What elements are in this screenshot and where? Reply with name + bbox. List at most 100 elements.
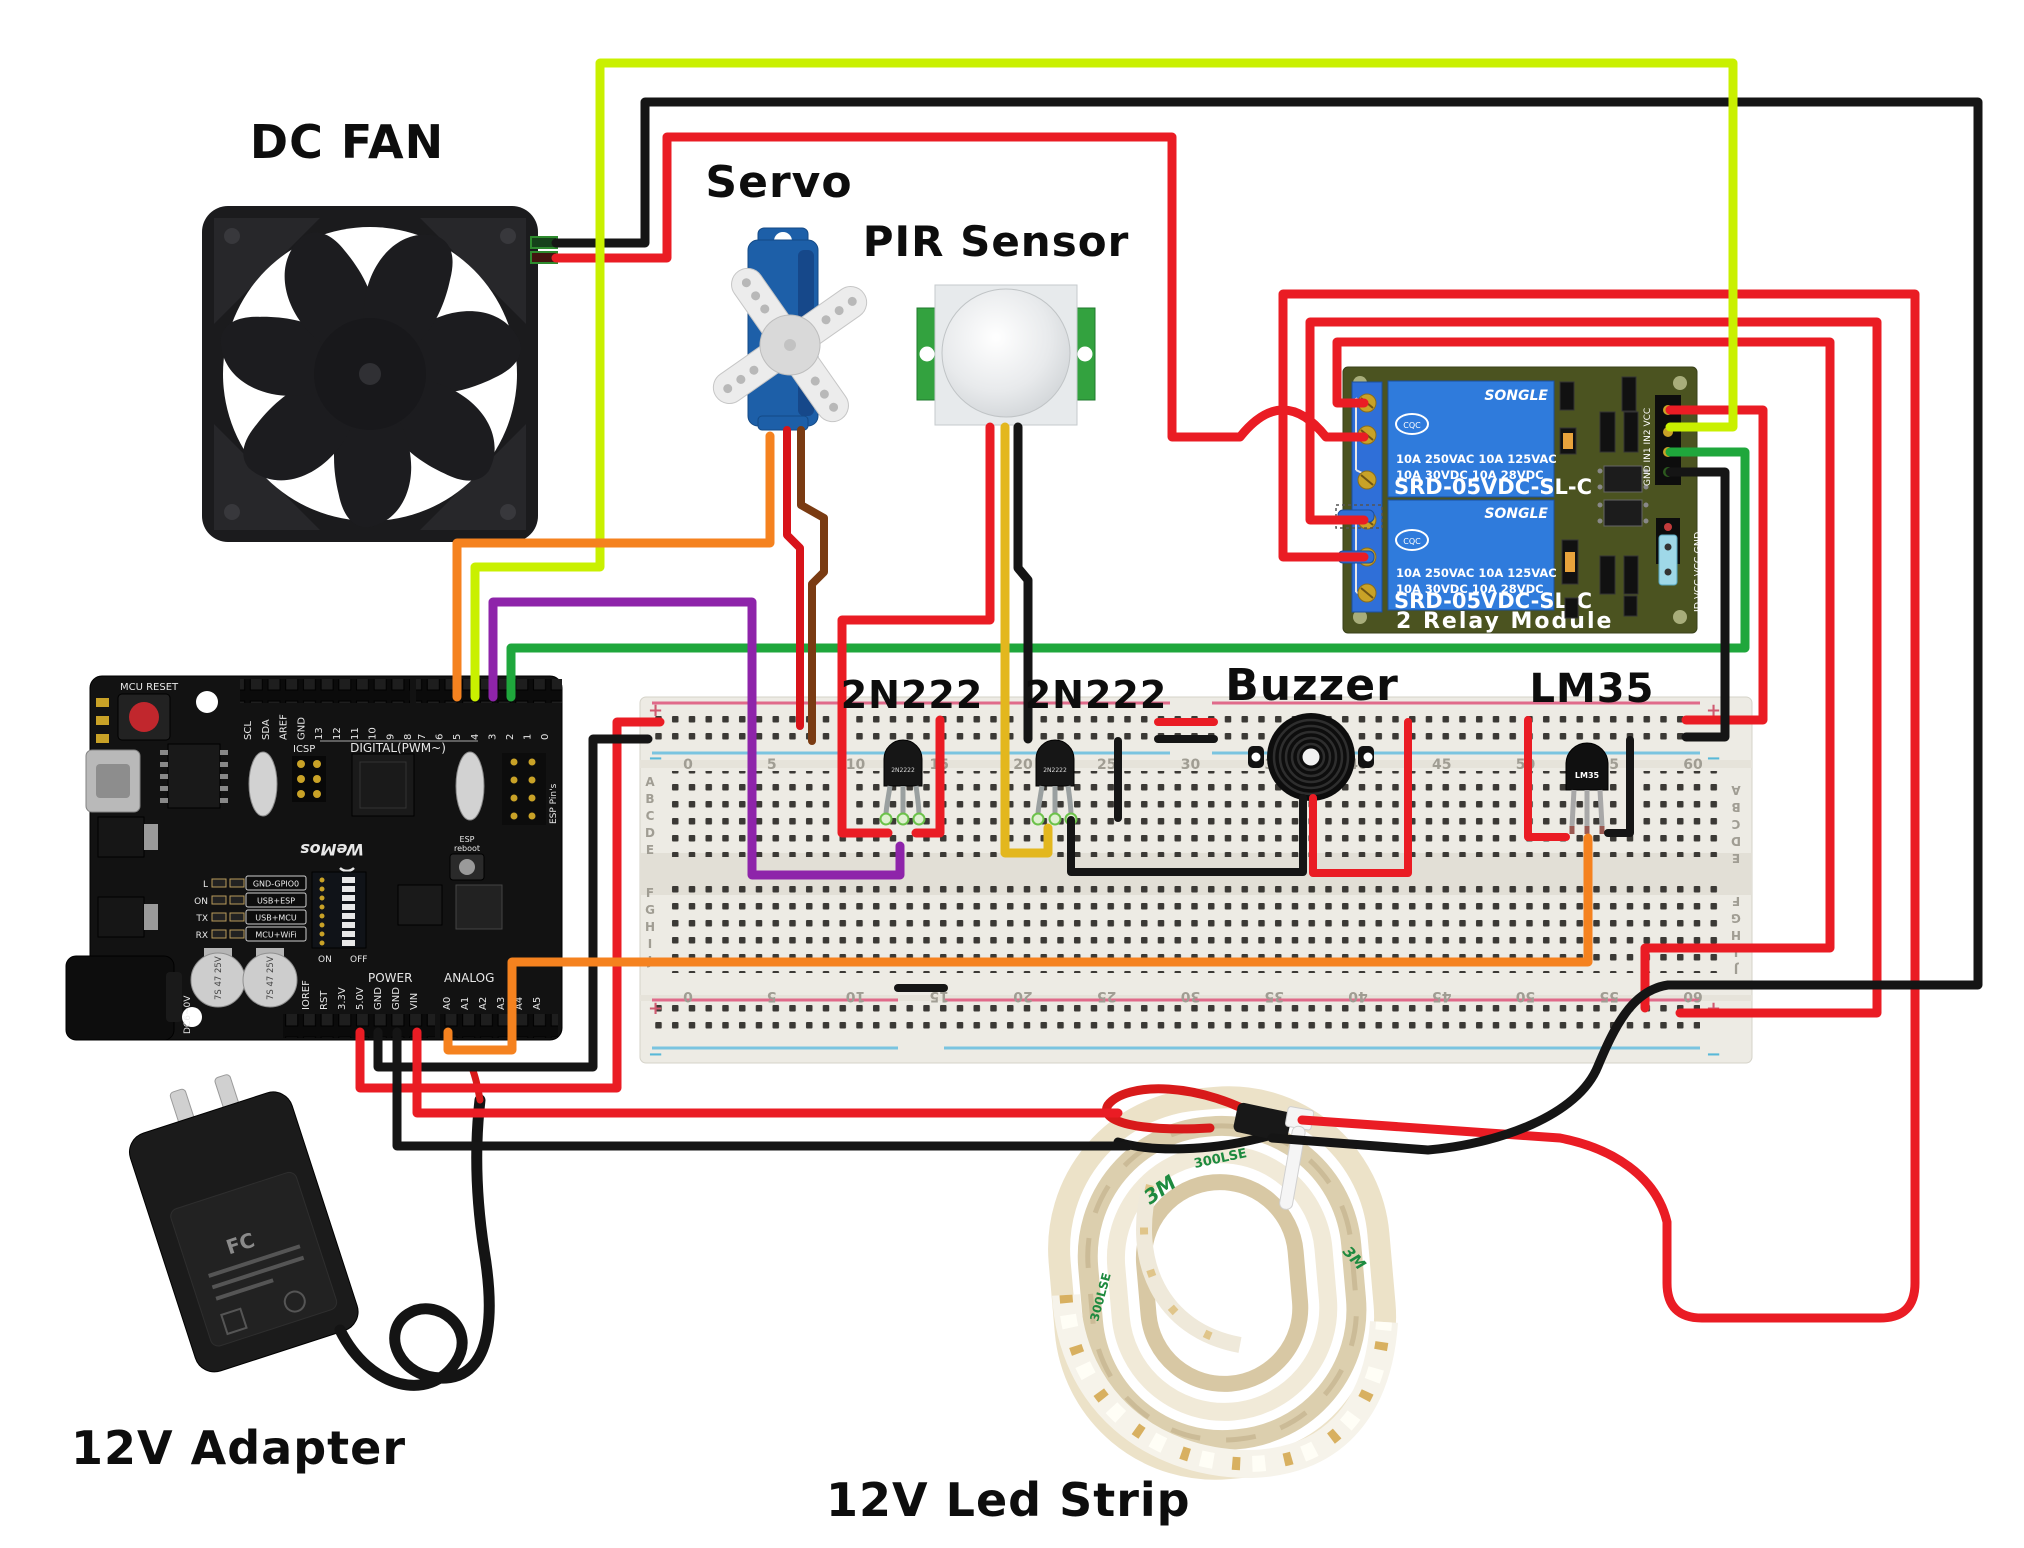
relay-rating2: 10A 30VDC 10A 28VDC bbox=[1396, 468, 1544, 482]
pin-label-3: 3 bbox=[487, 734, 498, 740]
relay-model: SRD-05VDC-SL-C bbox=[1394, 475, 1592, 499]
mode-label-2: USB+MCU bbox=[255, 914, 297, 923]
relay-brand: SONGLE bbox=[1484, 388, 1548, 404]
buzzer bbox=[1248, 713, 1374, 801]
wire-purple-d3-to-q1-base bbox=[488, 597, 905, 880]
pin-label-5: 5 bbox=[452, 734, 463, 740]
bb-row-right-F: F bbox=[1732, 894, 1740, 908]
mode-label-1: USB+ESP bbox=[257, 897, 295, 906]
label-dc-fan: DC FAN bbox=[250, 115, 444, 169]
led-label-1: ON bbox=[194, 897, 208, 907]
servo bbox=[712, 227, 868, 431]
bb-row-I: I bbox=[648, 937, 652, 951]
wire-red-relay2-com-to-led-strip bbox=[1278, 289, 1920, 1323]
pin-label-9: 9 bbox=[385, 734, 396, 740]
pin-label-6: 6 bbox=[435, 734, 446, 740]
smd-resistor bbox=[229, 895, 245, 905]
dip-switch bbox=[311, 871, 367, 949]
analog-label: ANALOG bbox=[444, 971, 494, 985]
wire-black-gnd-to-minus-rail bbox=[373, 734, 653, 1072]
bb-row-F: F bbox=[646, 886, 654, 900]
pin-label-1: 1 bbox=[523, 734, 534, 740]
mode-box-2 bbox=[245, 909, 307, 925]
bb-col-bottom-55: 55 bbox=[1600, 988, 1619, 1004]
bb-col-bottom-5: 5 bbox=[767, 988, 777, 1004]
bottom-rail-holes bbox=[652, 1002, 1700, 1032]
icsp-label: ICSP bbox=[293, 744, 315, 755]
pin-label-8: 8 bbox=[403, 734, 414, 740]
pin-label-A5: A5 bbox=[532, 997, 543, 1010]
bb-col-30: 30 bbox=[1181, 757, 1201, 773]
bb-row-A: A bbox=[645, 775, 655, 789]
bb-col-bottom-40: 40 bbox=[1348, 988, 1368, 1004]
pin-label-0: 0 bbox=[540, 734, 551, 740]
strip-connector bbox=[1233, 1102, 1292, 1142]
wire-black-q2-to-buzzer bbox=[1067, 794, 1307, 876]
led-label-0: L bbox=[203, 880, 208, 890]
adapter-cord bbox=[334, 1094, 495, 1391]
wire-yellowgreen-d4-to-relay-in2 bbox=[470, 58, 1738, 702]
wire-red-buzzer-to-plus-rail bbox=[1309, 718, 1412, 877]
bb-row-C: C bbox=[646, 809, 655, 823]
label-2n222-2: 2N222 bbox=[1025, 673, 1168, 717]
bb-row-right-D: D bbox=[1731, 834, 1741, 848]
wire-green-d2-to-relay-in1 bbox=[506, 447, 1750, 702]
relay-optocouplers bbox=[1597, 465, 1649, 527]
servo-horn bbox=[712, 267, 868, 423]
pin-label-3.3V: 3.3V bbox=[337, 987, 348, 1010]
wire-red-lm35-vcc bbox=[1524, 716, 1570, 841]
pin-label-A3: A3 bbox=[496, 997, 507, 1010]
led-label-3: RX bbox=[196, 931, 208, 941]
plus-mark: + bbox=[648, 700, 663, 721]
pin-label-GND: GND bbox=[296, 717, 307, 740]
bb-col-bottom-45: 45 bbox=[1432, 988, 1451, 1004]
esp-reboot-label2: reboot bbox=[454, 844, 480, 853]
off-label: OFF bbox=[350, 955, 367, 965]
transistor-2n222-1 bbox=[881, 740, 925, 825]
relay-rating1: 10A 250VAC 10A 125VAC bbox=[1396, 452, 1557, 466]
strip-red-pigtail bbox=[1102, 1084, 1273, 1134]
wire-black-gnd-to-led-strip bbox=[392, 1027, 1133, 1151]
bb-col-bottom-20: 20 bbox=[1013, 988, 1033, 1004]
svg-text:WeMos: WeMos bbox=[300, 840, 364, 859]
barrel-jack bbox=[65, 955, 175, 1041]
wire-red-relay2-no-to-bottom-plus bbox=[1305, 317, 1882, 1018]
wire-red-pir-u-right bbox=[911, 715, 945, 838]
wire-red-relay1-no-to-bottom-plus bbox=[1332, 337, 1835, 1013]
power-label: POWER bbox=[368, 971, 412, 985]
wire-red-5v-to-plus-rail bbox=[355, 717, 665, 1093]
pir-dome bbox=[941, 288, 1071, 418]
bb-col-bottom-60: 60 bbox=[1683, 988, 1703, 1004]
bb-col-25: 25 bbox=[1097, 757, 1116, 773]
dc-fan bbox=[202, 206, 558, 542]
bb-row-B: B bbox=[645, 792, 654, 806]
bb-row-right-H: H bbox=[1731, 928, 1741, 942]
mode-label-3: MCU+WiFi bbox=[255, 931, 296, 940]
pin-label-A0: A0 bbox=[442, 997, 453, 1010]
pin-label-7: 7 bbox=[417, 734, 428, 740]
wire-orange-d5-to-servo bbox=[452, 431, 775, 702]
wire-red-pir-u-left bbox=[837, 422, 995, 838]
bb-row-right-A: A bbox=[1731, 783, 1741, 797]
esp-pins-label: ESP Pin's bbox=[549, 783, 559, 824]
plus-mark: + bbox=[648, 998, 663, 1019]
relay-jumper-label: JD-VCC VCC GND bbox=[1693, 532, 1704, 613]
bb-col-60: 60 bbox=[1683, 757, 1703, 773]
relay-jumper-cap bbox=[1658, 534, 1678, 586]
pin-label-SDA: SDA bbox=[261, 719, 272, 740]
pin-label-IOREF: IOREF bbox=[301, 980, 312, 1010]
minus-mark: − bbox=[1706, 748, 1721, 769]
label-pir: PIR Sensor bbox=[863, 217, 1130, 266]
bb-row-E: E bbox=[646, 843, 654, 857]
relay-board-name: 2 Relay Module bbox=[1396, 609, 1613, 634]
pir-sensor bbox=[916, 284, 1096, 426]
pin-label-4: 4 bbox=[470, 734, 481, 740]
led-label-2: TX bbox=[195, 914, 208, 924]
minus-mark: − bbox=[1706, 1044, 1721, 1065]
esp-reboot-label: ESP bbox=[460, 835, 475, 844]
bb-col-0: 0 bbox=[683, 757, 693, 773]
smd-resistor bbox=[229, 912, 245, 922]
pin-label-RST: RST bbox=[319, 990, 330, 1010]
